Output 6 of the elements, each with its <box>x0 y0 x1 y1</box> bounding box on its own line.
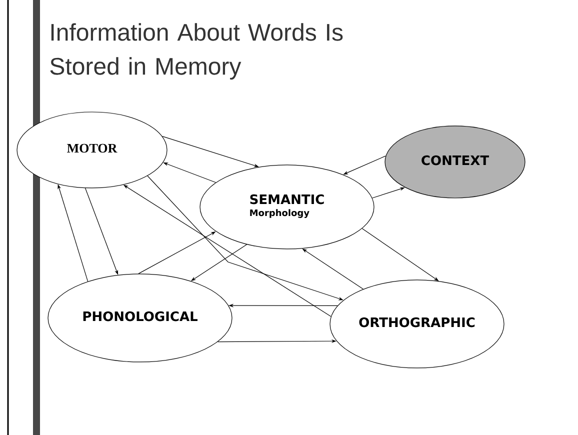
slide-title: Information About Words Is Stored in Memory <box>50 23 343 80</box>
ellipse-node: CONTEXT <box>384 126 526 198</box>
ellipse-node: SEMANTIC Morphology <box>200 164 374 250</box>
ellipse-node: ORTHOGRAPHIC <box>330 280 504 368</box>
ellipse-node: PHONOLOGICAL <box>48 274 232 362</box>
ellipse-node: MOTOR <box>16 112 168 188</box>
